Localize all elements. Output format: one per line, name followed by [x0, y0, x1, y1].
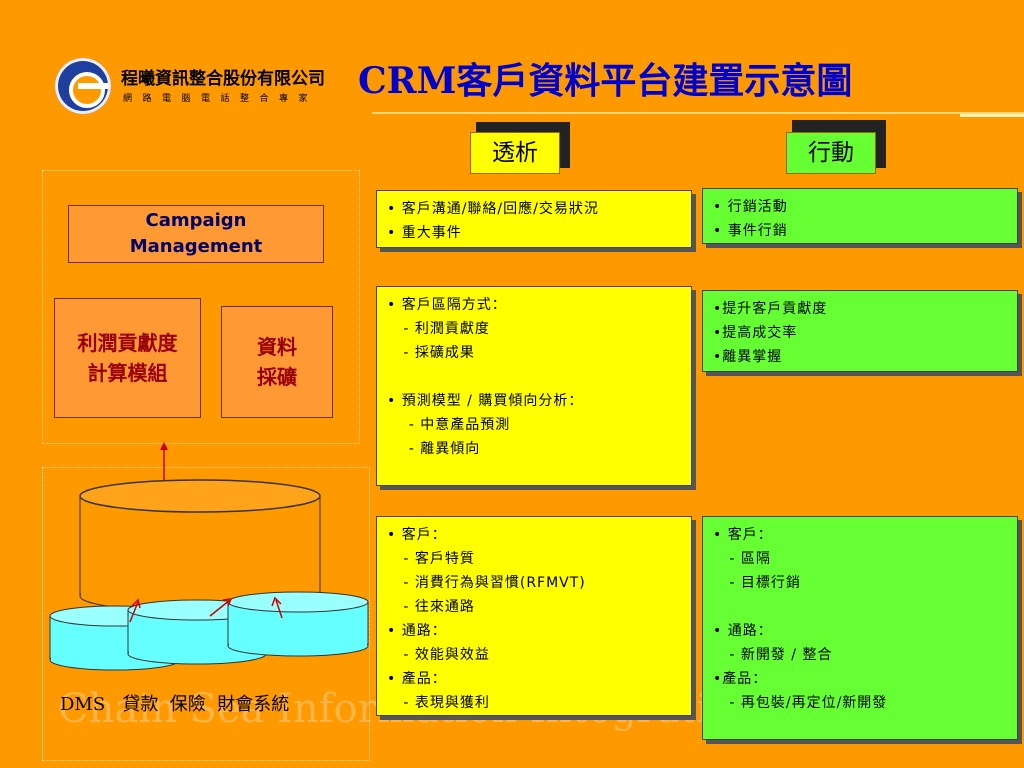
title-underline — [372, 112, 1024, 114]
db-to-modules-arrowhead — [160, 442, 168, 450]
action-3-line: •產品： — [713, 671, 768, 687]
campaign-label: Campaign — [145, 210, 247, 231]
analysis-3-line: • 通路： — [387, 623, 447, 639]
company-tagline: 網路電腦電話整合專家 — [123, 94, 319, 104]
analysis-2-line: • 預測模型 / 購買傾向分析： — [387, 393, 584, 409]
analysis-3-line: - 客戶特質 — [387, 551, 475, 567]
action-2-line: •離異掌握 — [713, 349, 783, 365]
data-mining-module: 資料 採礦 — [221, 306, 333, 418]
action-3-line: - 區隔 — [713, 551, 771, 567]
analysis-2-line: - 離異傾向 — [387, 441, 481, 457]
action-box-3: • 客戶： - 區隔 - 目標行銷 • 通路： - 新開發 / 整合 •產品： … — [702, 516, 1018, 740]
campaign-management-box: Campaign Management — [68, 205, 324, 263]
action-header: 行動 — [786, 132, 876, 174]
analysis-3-line: - 表現與獲利 — [387, 695, 490, 711]
page-title: CRM客戶資料平台建置示意圖 — [358, 60, 853, 102]
analysis-3-line: - 效能與效益 — [387, 647, 490, 663]
action-3-line: - 再包裝/再定位/新開發 — [713, 695, 888, 711]
analysis-2-line: - 採礦成果 — [387, 345, 475, 361]
action-3-line: - 目標行銷 — [713, 575, 801, 591]
company-logo-inner — [69, 72, 105, 108]
action-3-line — [713, 595, 1007, 619]
analysis-header: 透析 — [470, 132, 560, 174]
action-2-line: •提升客戶貢獻度 — [713, 301, 828, 317]
profit-module-line: 利潤貢獻度 — [77, 331, 178, 355]
title-underline-accent — [960, 114, 1024, 117]
analysis-box-1: • 客戶溝通/聯絡/回應/交易狀況 • 重大事件 — [376, 190, 692, 248]
company-logo-bar — [78, 83, 108, 89]
analysis-1-line: • 客戶溝通/聯絡/回應/交易狀況 — [387, 201, 599, 217]
analysis-2-line: • 客戶區隔方式： — [387, 297, 507, 313]
analysis-2-line: - 中意產品預測 — [387, 417, 511, 433]
data-source-panel — [42, 467, 370, 761]
analysis-2-line: - 利潤貢獻度 — [387, 321, 490, 337]
analysis-1-line: • 重大事件 — [387, 225, 462, 241]
database-diagram — [49, 442, 369, 671]
analysis-3-line: - 消費行為與習慣(RFMVT) — [387, 575, 586, 591]
action-3-line: - 新開發 / 整合 — [713, 647, 833, 663]
analysis-box-2: • 客戶區隔方式： - 利潤貢獻度 - 採礦成果 • 預測模型 / 購買傾向分析… — [376, 286, 692, 486]
action-1-line: • 事件行銷 — [713, 223, 788, 239]
action-3-line: • 通路： — [713, 623, 773, 639]
analysis-3-line: • 產品： — [387, 671, 447, 687]
action-1-line: • 行銷活動 — [713, 199, 788, 215]
analytics-panel — [42, 170, 360, 444]
analysis-3-line: • 客戶： — [387, 527, 447, 543]
management-label: Management — [129, 236, 263, 257]
action-box-1: • 行銷活動 • 事件行銷 — [702, 188, 1018, 244]
action-2-line: •提高成交率 — [713, 325, 798, 341]
analysis-2-line — [387, 365, 681, 389]
data-mining-line: 採礦 — [257, 365, 297, 389]
analysis-box-3: • 客戶： - 客戶特質 - 消費行為與習慣(RFMVT) - 往來通路 • 通… — [376, 516, 692, 716]
source-arrows — [129, 596, 283, 623]
company-name: 程曦資訊整合股份有限公司 — [121, 69, 325, 89]
data-sources-label: DMS 貸款 保險 財會系統 — [60, 694, 290, 715]
profit-module-line: 計算模組 — [87, 361, 168, 385]
action-box-2: •提升客戶貢獻度 •提高成交率 •離異掌握 — [702, 290, 1018, 372]
action-3-line: • 客戶： — [713, 527, 773, 543]
source-cylinder-3 — [227, 591, 369, 657]
data-mining-line: 資料 — [257, 335, 297, 359]
analysis-3-line: - 往來通路 — [387, 599, 475, 615]
profit-contribution-module: 利潤貢獻度 計算模組 — [54, 298, 201, 418]
